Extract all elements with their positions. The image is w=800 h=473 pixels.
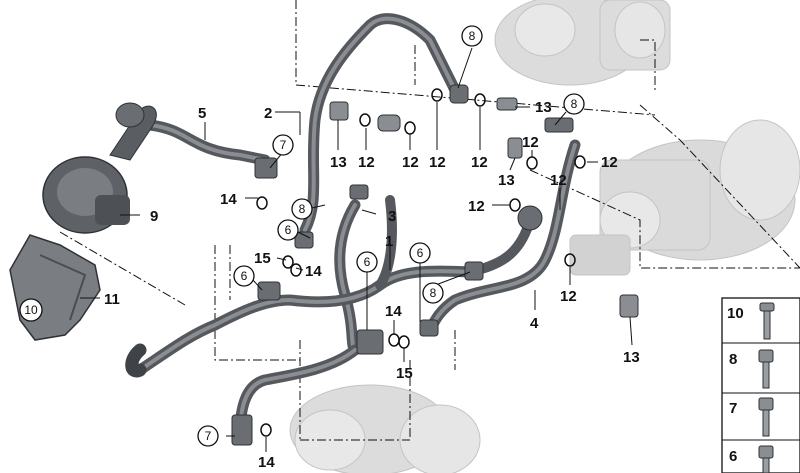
svg-text:8: 8 — [430, 286, 437, 300]
circled-label-6-d: 6 — [409, 242, 431, 264]
label-1: 1 — [385, 233, 393, 250]
circled-label-10: 10 — [19, 298, 43, 322]
coolant-hoses — [125, 13, 581, 441]
bolt-10-icon — [759, 302, 775, 340]
label-13d: 13 — [623, 349, 640, 366]
bolt-7-icon — [758, 397, 774, 437]
label-12e: 12 — [522, 134, 539, 151]
label-12c: 12 — [429, 154, 446, 171]
svg-text:7: 7 — [205, 429, 212, 443]
svg-text:6: 6 — [241, 269, 248, 283]
label-12a: 12 — [358, 154, 375, 171]
reference-lines — [59, 0, 800, 441]
label-2: 2 — [264, 105, 272, 122]
part-labels: 5 2 9 11 14 3 1 15 14 4 13 12 12 12 12 1… — [104, 99, 640, 471]
circled-label-6-a: 6 — [277, 219, 299, 241]
circled-label-6-b: 6 — [233, 265, 255, 287]
label-12i: 12 — [560, 288, 577, 305]
svg-text:6: 6 — [285, 223, 292, 237]
label-12d: 12 — [471, 154, 488, 171]
label-5: 5 — [198, 105, 206, 122]
leader-lines — [80, 47, 633, 452]
svg-text:6: 6 — [364, 255, 371, 269]
label-14b: 14 — [305, 263, 322, 280]
label-14a: 14 — [220, 191, 237, 208]
svg-text:7: 7 — [280, 138, 287, 152]
svg-text:8: 8 — [469, 29, 476, 43]
fittings — [231, 84, 574, 446]
circled-labels: 8 8 7 8 6 6 6 6 — [19, 25, 585, 447]
circled-label-8-lower: 8 — [422, 282, 444, 304]
label-12h: 12 — [468, 198, 485, 215]
svg-text:8: 8 — [571, 97, 578, 111]
circled-label-8-right: 8 — [563, 93, 585, 115]
label-4: 4 — [530, 315, 539, 332]
pump-bracket — [9, 234, 101, 341]
legend-label-10: 10 — [727, 305, 744, 322]
circled-label-6-c: 6 — [356, 251, 378, 273]
label-13c: 13 — [498, 172, 515, 189]
circled-label-8-mid: 8 — [291, 198, 313, 220]
legend-label-6: 6 — [729, 448, 737, 465]
turbocharger-ghost-top — [494, 0, 671, 86]
svg-text:10: 10 — [24, 303, 38, 317]
circled-label-8-top: 8 — [461, 25, 483, 47]
svg-text:8: 8 — [299, 202, 306, 216]
banjo-bolts — [329, 97, 639, 318]
label-13b: 13 — [535, 99, 552, 116]
turbocharger-ghost-bottom — [289, 384, 481, 473]
label-9: 9 — [150, 208, 158, 225]
turbocharger-ghost-right — [569, 119, 800, 276]
circled-label-7-lower: 7 — [197, 425, 219, 447]
electric-water-pump — [42, 102, 157, 234]
bolt-8-icon — [758, 349, 774, 389]
circled-label-7-upper: 7 — [272, 134, 294, 156]
label-15a: 15 — [254, 250, 271, 267]
svg-text:6: 6 — [417, 246, 424, 260]
label-12g: 12 — [550, 172, 567, 189]
bolt-legend: 10 8 7 6 — [721, 297, 800, 473]
label-14d: 14 — [258, 454, 275, 471]
bolt-6-icon — [758, 445, 774, 473]
label-11: 11 — [104, 291, 120, 308]
label-13a: 13 — [330, 154, 347, 171]
label-12b: 12 — [402, 154, 419, 171]
legend-label-7: 7 — [729, 400, 737, 417]
label-14c: 14 — [385, 303, 402, 320]
legend-label-8: 8 — [729, 351, 737, 368]
label-12f: 12 — [601, 154, 618, 171]
label-3: 3 — [388, 208, 396, 225]
label-15b: 15 — [396, 365, 413, 382]
